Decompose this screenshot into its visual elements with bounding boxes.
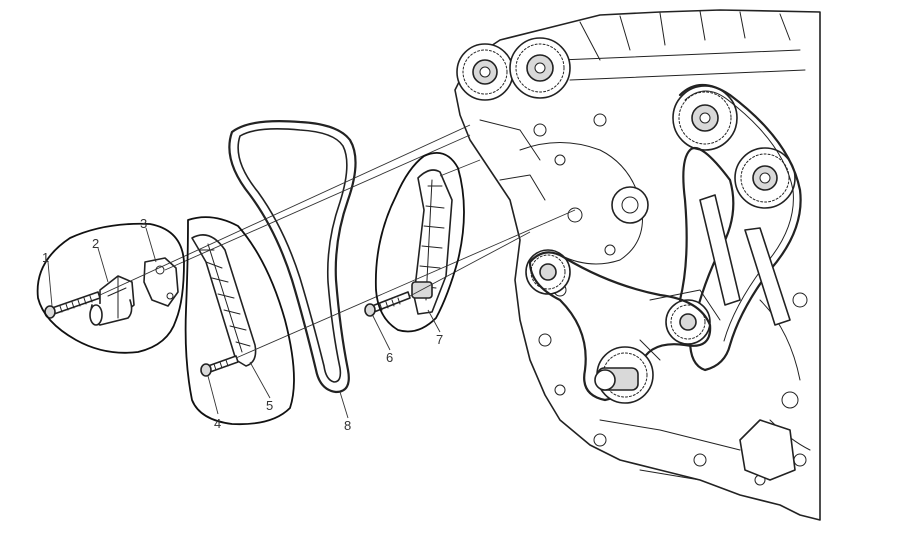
hand-circle-left-guide-group xyxy=(184,216,295,426)
callout-5: 5 xyxy=(266,398,273,413)
callout-1: 1 xyxy=(42,250,49,265)
part-3-tensioner-gasket xyxy=(143,257,179,307)
cam-phaser-right-1 xyxy=(672,85,738,151)
part-5-timing-chain-guide-left xyxy=(191,234,257,367)
hand-circle-right-guide-group xyxy=(374,152,465,333)
part-8-timing-chain xyxy=(228,120,357,394)
callout-2: 2 xyxy=(92,236,99,251)
idler-sprocket-right xyxy=(665,299,711,345)
primary-timing-chain-installed xyxy=(528,251,712,402)
part-7-timing-chain-guide-right xyxy=(411,169,453,315)
right-bank-timing-chain xyxy=(678,83,802,372)
callout-7: 7 xyxy=(436,332,443,347)
crankshaft-sprocket xyxy=(594,346,654,404)
callout-6: 6 xyxy=(386,350,393,365)
cam-phaser-left-2 xyxy=(509,37,571,99)
callout-leaders xyxy=(47,227,441,419)
alignment-lines xyxy=(99,124,576,359)
part-2-timing-chain-tensioner xyxy=(89,275,135,326)
part-6-guide-bolt xyxy=(364,291,411,317)
hand-circle-tensioner-group xyxy=(36,222,185,354)
cam-phaser-right-2 xyxy=(734,147,796,209)
callout-3: 3 xyxy=(140,216,147,231)
callout-4: 4 xyxy=(214,416,221,431)
part-4-guide-bolt xyxy=(200,355,239,377)
engine-block xyxy=(454,9,821,521)
callout-8: 8 xyxy=(344,418,351,433)
cam-phaser-left-1 xyxy=(456,43,514,101)
